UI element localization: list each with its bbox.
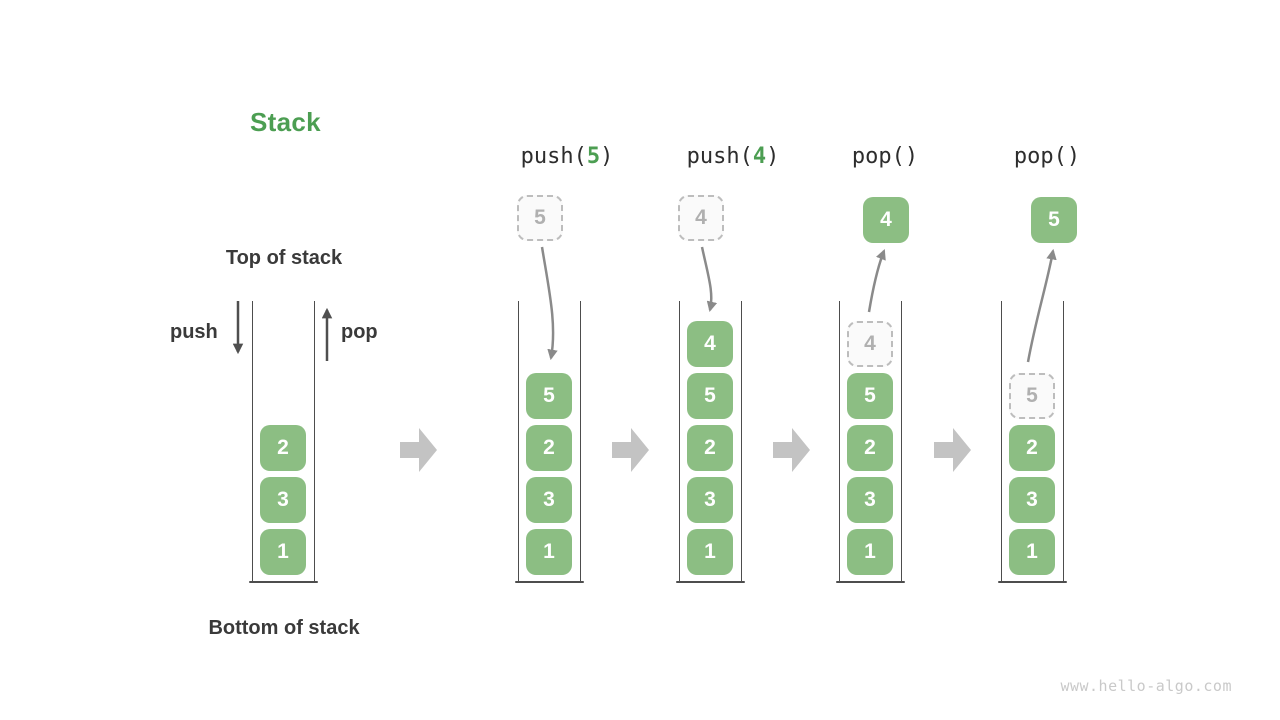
transition-block-arrow bbox=[400, 428, 437, 472]
stack-cell-2: 2 bbox=[847, 425, 893, 471]
operation-label-pop: pop() bbox=[1013, 144, 1081, 169]
stack-cell-3: 3 bbox=[847, 477, 893, 523]
stack-cell-3: 3 bbox=[1009, 477, 1055, 523]
stack-cell-5: 5 bbox=[526, 373, 572, 419]
bottom-of-stack-label: Bottom of stack bbox=[208, 617, 360, 639]
stack-cell-3: 3 bbox=[687, 477, 733, 523]
operation-label-push-4: push(4) bbox=[686, 144, 780, 169]
stack-container-after-pop-4 bbox=[836, 301, 905, 583]
floating-solid-box-5: 5 bbox=[1031, 197, 1077, 243]
stack-cell-1: 1 bbox=[1009, 529, 1055, 575]
transition-block-arrow bbox=[773, 428, 810, 472]
pop-label: pop bbox=[341, 321, 378, 343]
push-label: push bbox=[170, 321, 218, 343]
operation-label-pop: pop() bbox=[851, 144, 919, 169]
stack-cell-2: 2 bbox=[526, 425, 572, 471]
transition-block-arrow bbox=[612, 428, 649, 472]
stack-container-after-push-5 bbox=[515, 301, 584, 583]
operation-label-push-5: push(5) bbox=[520, 144, 614, 169]
stack-cell-1: 1 bbox=[847, 529, 893, 575]
transition-block-arrow bbox=[934, 428, 971, 472]
stack-cell-2: 2 bbox=[260, 425, 306, 471]
operation-argument: 4 bbox=[752, 144, 767, 169]
stack-cell-dashed-4: 4 bbox=[847, 321, 893, 367]
stack-cell-2: 2 bbox=[1009, 425, 1055, 471]
operation-argument: 5 bbox=[586, 144, 601, 169]
stack-cell-3: 3 bbox=[526, 477, 572, 523]
stack-container-after-pop-5 bbox=[998, 301, 1067, 583]
stack-cell-4: 4 bbox=[687, 321, 733, 367]
stack-container-initial-state bbox=[249, 301, 318, 583]
stack-cell-1: 1 bbox=[260, 529, 306, 575]
stack-cell-5: 5 bbox=[847, 373, 893, 419]
stack-cell-3: 3 bbox=[260, 477, 306, 523]
watermark: www.hello-algo.com bbox=[1060, 677, 1232, 695]
top-of-stack-label: Top of stack bbox=[225, 247, 343, 269]
floating-dashed-box-4: 4 bbox=[678, 195, 724, 241]
floating-dashed-box-5: 5 bbox=[517, 195, 563, 241]
stack-cell-5: 5 bbox=[687, 373, 733, 419]
floating-solid-box-4: 4 bbox=[863, 197, 909, 243]
stack-cell-dashed-5: 5 bbox=[1009, 373, 1055, 419]
stack-cell-2: 2 bbox=[687, 425, 733, 471]
stack-container-after-push-4 bbox=[676, 301, 745, 583]
diagram-title: Stack bbox=[250, 107, 321, 137]
stack-cell-1: 1 bbox=[526, 529, 572, 575]
stack-cell-1: 1 bbox=[687, 529, 733, 575]
